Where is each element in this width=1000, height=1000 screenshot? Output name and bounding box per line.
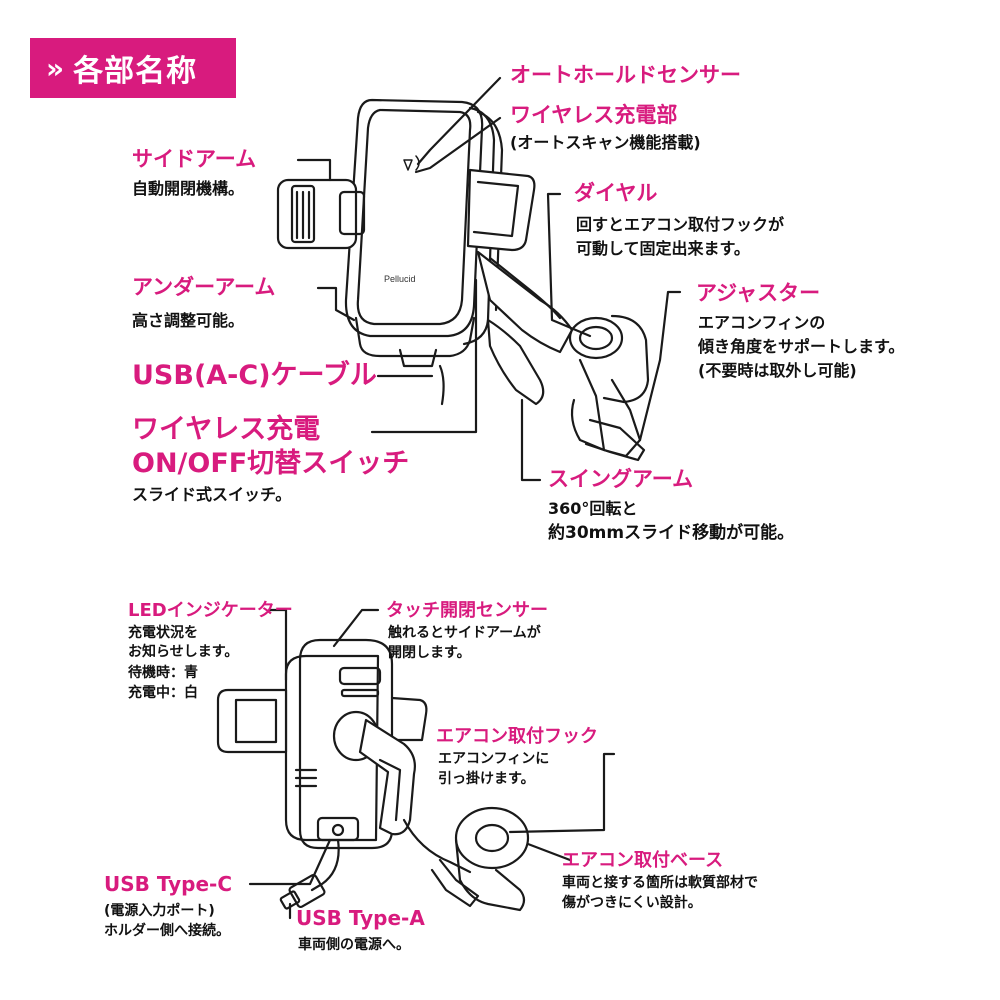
touch-sensor-label: タッチ開閉センサー	[386, 600, 548, 621]
led-desc-3: 待機時：青	[128, 665, 198, 681]
touch-sensor-desc-2: 開閉します。	[388, 645, 471, 661]
bottom-holder-drawing	[216, 638, 530, 912]
side-arm-label: サイドアーム	[132, 147, 257, 171]
usb-type-a-label: USB Type-A	[296, 906, 425, 930]
dial-label: ダイヤル	[574, 181, 658, 205]
ac-base-desc-1: 車両と接する箇所は軟質部材で	[562, 875, 758, 891]
ac-hook-label: エアコン取付フック	[436, 726, 598, 747]
wireless-charger-desc: (オートスキャン機能搭載)	[510, 133, 701, 152]
auto-hold-sensor-label: オートホールドセンサー	[510, 63, 741, 87]
under-arm-desc: 高さ調整可能。	[132, 311, 245, 330]
chevron-icon: »	[46, 51, 66, 85]
ac-hook-desc-2: 引っ掛けます。	[438, 771, 535, 787]
usb-type-a-desc: 車両側の電源へ。	[298, 937, 410, 953]
led-desc-1: 充電状況を	[128, 625, 198, 641]
adjuster-label: アジャスター	[696, 281, 821, 305]
led-desc-4: 充電中：白	[128, 685, 198, 701]
bottom-leader-lines	[248, 608, 616, 920]
dial-desc-1: 回すとエアコン取付フックが	[576, 215, 785, 234]
ac-hook-desc-1: エアコンフィンに	[438, 751, 550, 767]
usb-type-c-desc-1: (電源入力ポート)	[104, 903, 215, 919]
touch-sensor-desc-1: 触れるとサイドアームが	[388, 625, 541, 641]
usb-cable-label: USB(A-C)ケーブル	[132, 360, 377, 391]
adjuster-desc-2: 傾き角度をサポートします。	[698, 337, 905, 356]
adjuster-desc-1: エアコンフィンの	[698, 313, 826, 332]
dial-desc-2: 可動して固定出来ます。	[576, 239, 750, 258]
ac-base-label: エアコン取付ベース	[562, 850, 724, 871]
section-title: 各部名称	[73, 54, 198, 89]
top-leader-lines	[296, 76, 682, 482]
wireless-switch-label-1: ワイヤレス充電	[132, 414, 321, 445]
brand-logo: Pellucid	[384, 274, 416, 284]
wireless-switch-desc: スライド式スイッチ。	[132, 485, 292, 504]
led-indicator-label: LEDインジケーター	[128, 600, 293, 621]
led-desc-2: お知らせします。	[128, 644, 239, 660]
ac-base-desc-2: 傷がつきにくい設計。	[562, 895, 702, 911]
section-header-badge: » 各部名称	[30, 38, 236, 98]
top-holder-drawing	[276, 98, 650, 462]
swing-arm-desc-1: 360°回転と	[548, 499, 638, 518]
swing-arm-desc-2: 約30mmスライド移動が可能。	[548, 523, 795, 543]
usb-type-c-desc-2: ホルダー側へ接続。	[104, 923, 230, 939]
side-arm-desc: 自動開閉機構。	[132, 179, 245, 198]
wireless-charger-label: ワイヤレス充電部	[510, 103, 678, 127]
swing-arm-label: スイングアーム	[548, 467, 694, 491]
under-arm-label: アンダーアーム	[132, 275, 276, 299]
wireless-switch-label-2: ON/OFF切替スイッチ	[132, 448, 410, 479]
usb-type-c-label: USB Type-C	[104, 872, 233, 896]
adjuster-desc-3: (不要時は取外し可能)	[698, 361, 857, 380]
